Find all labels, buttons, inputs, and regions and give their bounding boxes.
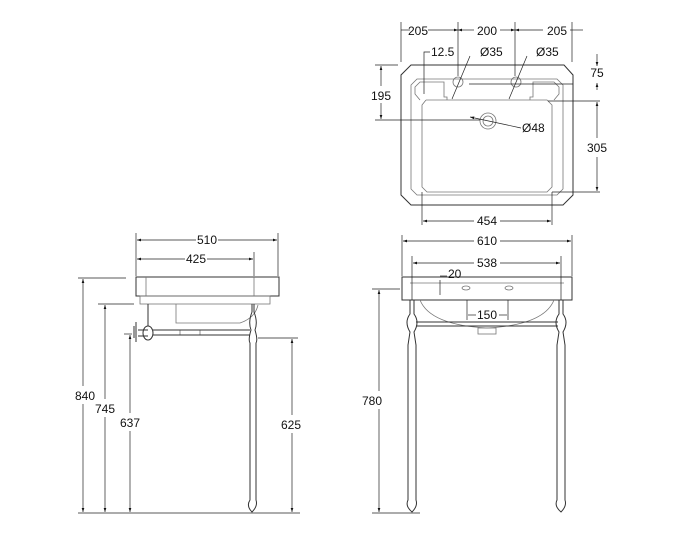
dim-rim-depth: 75 bbox=[590, 66, 604, 80]
dim-leg-depth: 425 bbox=[186, 252, 206, 266]
bowl-outline bbox=[414, 81, 560, 193]
dim-depth-to-waste: 195 bbox=[371, 89, 391, 103]
tap-hole-left bbox=[452, 76, 464, 88]
waste-hole-inner bbox=[482, 115, 494, 127]
front-view: 610 538 20 150 780 bbox=[362, 234, 573, 514]
wall-bracket bbox=[133, 322, 148, 342]
waste-hole-outer bbox=[479, 112, 497, 130]
top-view: 205 200 205 12.5 Ø35 Ø35 195 Ø48 75 305 … bbox=[371, 22, 607, 228]
dim-tap-hole-right: Ø35 bbox=[536, 45, 559, 59]
leg-front-left bbox=[406, 300, 418, 513]
dim-overall-height: 840 bbox=[75, 389, 95, 403]
basin-outline-top bbox=[400, 64, 574, 206]
dim-bowl-width: 454 bbox=[477, 214, 497, 228]
dim-waste-width: 150 bbox=[477, 308, 497, 322]
dim-tap-hole-left: Ø35 bbox=[480, 45, 503, 59]
basin-front bbox=[401, 276, 573, 301]
tap-hole-right bbox=[510, 76, 522, 88]
dim-waste-hole: Ø48 bbox=[522, 121, 545, 135]
dim-tap-offset: 12.5 bbox=[431, 45, 455, 59]
basin-rim-inner bbox=[410, 78, 564, 196]
dim-rim-height: 780 bbox=[362, 394, 382, 408]
basin-side bbox=[135, 276, 280, 297]
dim-tap-inset: 20 bbox=[448, 267, 462, 281]
side-view: 510 425 840 745 637 625 bbox=[75, 233, 301, 514]
dim-overall-width: 610 bbox=[477, 234, 497, 248]
dim-rail-height-leg: 625 bbox=[281, 418, 301, 432]
dim-rail-height-wall: 637 bbox=[120, 416, 140, 430]
dim-width-right: 205 bbox=[547, 24, 567, 38]
dim-underside-height: 745 bbox=[95, 402, 115, 416]
dim-bowl-depth: 305 bbox=[587, 141, 607, 155]
leg-side bbox=[247, 304, 258, 513]
dim-overall-depth: 510 bbox=[197, 233, 217, 247]
dim-width-left: 205 bbox=[408, 24, 428, 38]
dim-width-mid: 200 bbox=[477, 24, 497, 38]
dim-leg-centres: 538 bbox=[477, 256, 497, 270]
leg-front-right bbox=[555, 300, 567, 513]
